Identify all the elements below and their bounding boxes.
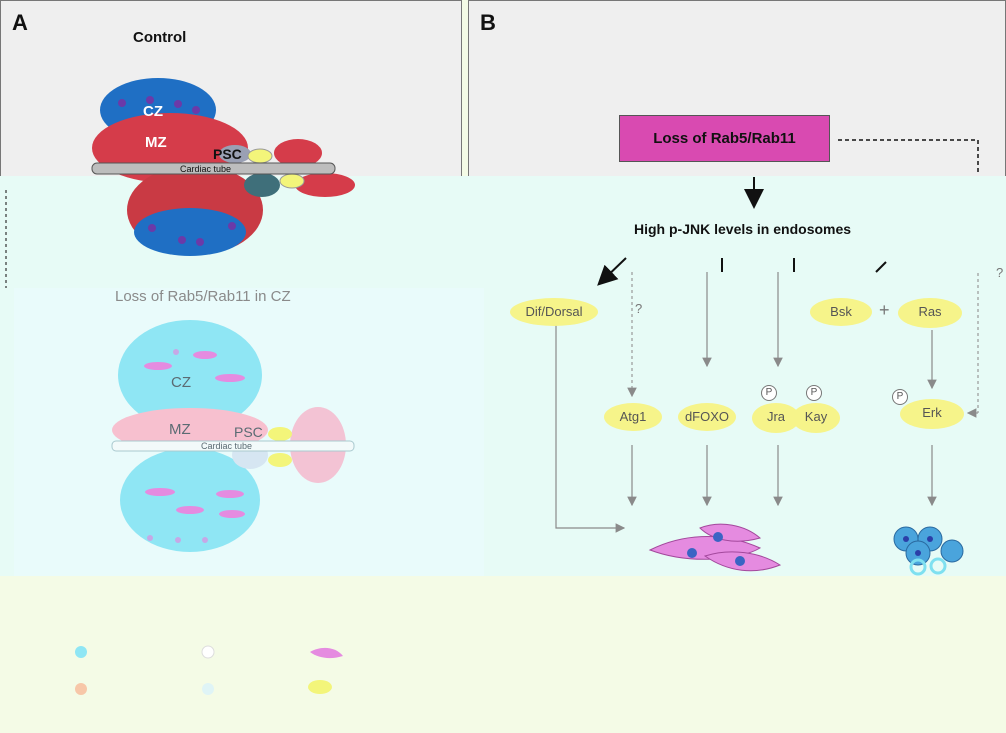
mutant-title: Loss of Rab5/Rab11 in CZ: [115, 288, 291, 305]
loss-rab-label: Loss of Rab5/Rab11: [653, 130, 796, 147]
panel-b-arrows: [5, 139, 979, 533]
control-tube-label: Cardiac tube: [180, 164, 232, 174]
posterior-lobe: [274, 139, 322, 167]
control-lymph-gland: [91, 78, 355, 256]
ras-node: Ras: [898, 298, 962, 328]
jra-node: Jra: [752, 403, 800, 433]
control-cz-label: CZ: [143, 103, 163, 120]
erk-node: Erk: [900, 399, 964, 429]
lamellocyte-icon: [310, 647, 343, 659]
control-title: Control: [133, 29, 187, 46]
panel-a-letter: A: [12, 10, 28, 35]
mutant-cz-label: CZ: [171, 374, 191, 391]
question-erk: ?: [996, 265, 1004, 280]
atg1-node: Atg1: [604, 403, 662, 431]
panel-b-letter: B: [480, 10, 496, 35]
dfoxo-node: dFOXO: [678, 403, 736, 431]
mutant-tube-label: Cardiac tube: [201, 441, 253, 451]
mutant-cardiac-tube: [111, 440, 355, 452]
phospho-jra-icon: P: [761, 385, 777, 401]
control-psc-label: PSC: [213, 146, 242, 162]
mutant-cz-bottom: [120, 448, 260, 552]
phospho-erk-icon: P: [892, 389, 908, 405]
psc-cells: [219, 145, 251, 163]
control-mz-label: MZ: [145, 134, 167, 151]
cz-region-bottom: [134, 208, 246, 256]
mutant-mz-label: MZ: [169, 421, 191, 438]
orange-cell-icon: [75, 683, 87, 695]
high-jnk-label: High p-JNK levels in endosomes: [634, 221, 852, 237]
pale-cell-icon: [202, 683, 214, 695]
dif-dorsal-node: Dif/Dorsal: [510, 298, 598, 326]
yellow-cell-icon: [308, 680, 332, 694]
bsk-node: Bsk: [810, 298, 872, 326]
posterior-lobe-lower: [295, 173, 355, 197]
phospho-kay-icon: P: [806, 385, 822, 401]
proliferating-cells-output: [893, 526, 964, 576]
legend: [75, 645, 343, 695]
mutant-lamellocytes: [144, 351, 245, 518]
cardiac-tube: [91, 162, 336, 175]
kay-node: Kay: [792, 403, 840, 433]
mutant-psc-label: PSC: [234, 424, 263, 440]
cyan-cell-icon: [75, 646, 87, 658]
plus-sign: +: [879, 300, 890, 320]
lamellocytes-output: [648, 523, 782, 572]
mutant-lymph-gland: [111, 320, 355, 552]
loss-rab-box: Loss of Rab5/Rab11: [619, 115, 830, 162]
question-atg1: ?: [635, 301, 643, 316]
psc-cells-lower: [244, 173, 280, 197]
psc-yellow-bottom: [279, 173, 305, 189]
white-cell-icon: [201, 645, 215, 659]
mutant-cz-top: [118, 320, 262, 430]
mutant-psc-yellow-bottom: [268, 453, 292, 467]
psc-yellow-top: [247, 148, 273, 164]
mutant-psc-yellow-top: [268, 427, 292, 441]
